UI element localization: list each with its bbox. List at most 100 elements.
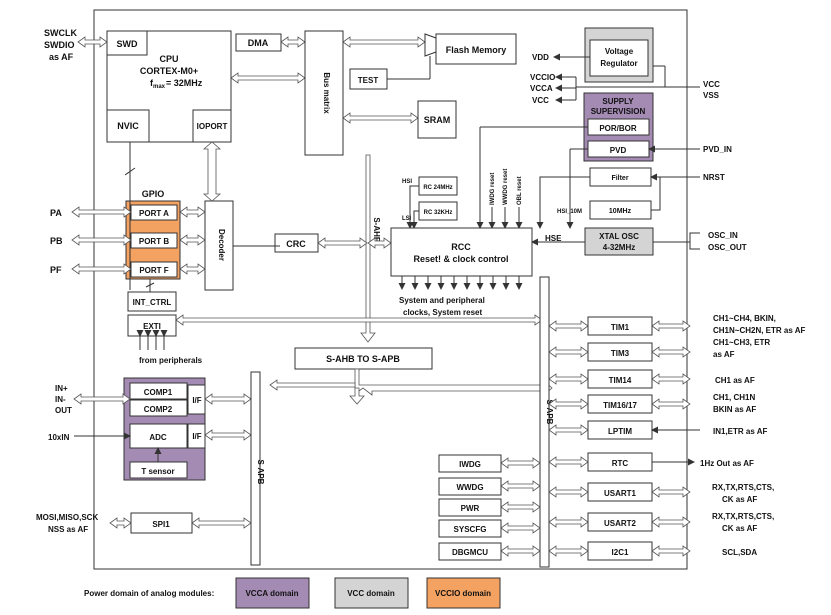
- apb-rtc-arrow: [548, 456, 589, 468]
- nvic-bus-slash: [124, 167, 136, 176]
- tim1-signals-1: CH1~CH4, BKIN,: [713, 314, 776, 323]
- spi-pins-arrow: [109, 517, 132, 529]
- usart1-pins-arrow: [651, 486, 691, 498]
- bus-matrix-label: Bus matrix: [322, 72, 331, 114]
- port-f-label: PORT F: [139, 266, 168, 275]
- pvd-label: PVD: [610, 146, 627, 155]
- ioport-decoder-arrow: [202, 141, 222, 202]
- lsi-arrow: [410, 210, 419, 229]
- nvic-label: NVIC: [117, 121, 139, 131]
- flash-mux: [424, 33, 437, 57]
- vreg-label-2: Regulator: [600, 59, 637, 68]
- comp-if-block: [187, 384, 206, 415]
- supply-label-1: SUPPLY: [602, 97, 634, 106]
- hsi-label: HSI: [402, 179, 412, 185]
- crc-ahb-arrow: [317, 237, 368, 249]
- i2c-signals: SCL,SDA: [722, 548, 757, 557]
- apb-tim14-arrow: [548, 373, 589, 385]
- lptim-signals: IN1,ETR as AF: [713, 427, 767, 436]
- spi-apb-arrow: [191, 517, 252, 529]
- port-a-label: PORT A: [139, 209, 169, 218]
- ahb-to-apb-block: [294, 347, 433, 370]
- tim1617-signals-2: BKIN as AF: [713, 405, 756, 414]
- lsi-label: LSI: [402, 216, 412, 222]
- pf-arrow: [71, 263, 132, 275]
- i2c1-label: I2C1: [612, 548, 629, 557]
- apb-tim3-arrow: [548, 346, 589, 358]
- int-ctrl-block: [127, 291, 177, 312]
- rcc-label-1: RCC: [451, 242, 471, 252]
- iwdg-label: IWDG: [459, 460, 481, 469]
- osc-in-line: [653, 232, 700, 243]
- usart2-label: USART2: [604, 519, 637, 528]
- adc-label: ADC: [149, 433, 167, 442]
- flash-label: Flash Memory: [446, 45, 507, 55]
- apb-usart1-arrow: [548, 486, 589, 498]
- pf-label: PF: [50, 265, 62, 275]
- dma-label: DMA: [248, 38, 269, 48]
- osc-out-label: OSC_OUT: [708, 243, 747, 252]
- from-peripherals-label: from peripherals: [139, 356, 203, 365]
- ten-mhz-filter-line: [651, 177, 661, 211]
- supply-label-2: SUPERVISION: [591, 107, 646, 116]
- port-f-block: [130, 261, 178, 278]
- ahb-to-apb-label: S-AHB TO S-APB: [326, 354, 400, 364]
- swd-label: SWD: [117, 39, 138, 49]
- sys-clock-label-2: clocks, System reset: [403, 308, 482, 317]
- hsi-10m-label: HSI_10M: [557, 209, 582, 215]
- legend-vcc-swatch: [334, 577, 409, 609]
- syscfg-label: SYSCFG: [454, 525, 487, 534]
- adc-if-block: [187, 423, 206, 449]
- gpio-title: GPIO: [142, 189, 165, 199]
- comp2-block: [129, 399, 188, 417]
- s-ahb-bus: [360, 154, 376, 343]
- comp2-label: COMP2: [144, 405, 173, 414]
- pa-label: PA: [50, 208, 62, 218]
- nvic-block: [106, 109, 150, 143]
- xtal-label-2: 4-32MHz: [603, 243, 635, 252]
- wwdg-block: [438, 477, 502, 496]
- vreg-label-1: Voltage: [605, 47, 634, 56]
- osc-out-line: [689, 242, 700, 250]
- sram-block: [417, 100, 457, 139]
- xtal-label-1: XTAL OSC: [599, 232, 639, 241]
- test-label: TEST: [358, 76, 379, 85]
- port-b-label: PORT B: [139, 237, 169, 246]
- usart1-signals-1: RX,TX,RTS,CTS,: [712, 483, 774, 492]
- rtc-label: RTC: [612, 459, 629, 468]
- rtc-signals: 1Hz Out as AF: [700, 459, 754, 468]
- vcc-right-label: VCC: [703, 80, 720, 89]
- tim3-signals-2: as AF: [713, 350, 735, 359]
- int-ctrl-label: INT_CTRL: [133, 298, 172, 307]
- spi-pins-label-2: NSS as AF: [48, 525, 88, 534]
- apb-tim1-arrow: [548, 320, 589, 332]
- s-ahb-label: S-AHB: [372, 217, 381, 243]
- iwdg-apb-arrow: [500, 457, 541, 469]
- swd-block: [106, 30, 148, 56]
- dbgmcu-block: [438, 542, 502, 561]
- comp-if-label: I/F: [192, 396, 201, 405]
- ioport-label: IOPORT: [197, 122, 228, 131]
- hsi-arrow: [406, 185, 419, 229]
- legend-vccio-label: VCCIO domain: [435, 589, 491, 598]
- decoder-block: [204, 200, 234, 291]
- right-apb-bus: [539, 276, 550, 568]
- hse-label: HSE: [545, 234, 562, 243]
- port-f-decoder-arrow: [179, 263, 206, 275]
- right-apb-label: S-APB: [545, 400, 554, 425]
- swdio-label: SWDIO: [44, 40, 75, 50]
- apb-left-arrow: [269, 379, 356, 391]
- filter-rcc-arrow: [536, 176, 590, 229]
- out-label: OUT: [55, 406, 72, 415]
- sram-label: SRAM: [424, 115, 451, 125]
- dbgmcu-label: DBGMCU: [452, 548, 488, 557]
- cpu-core: CORTEX-M0+: [140, 66, 198, 76]
- gpio-intctrl-slash: [145, 282, 155, 288]
- comp-pins-arrow: [73, 393, 131, 405]
- syscfg-apb-arrow: [500, 522, 541, 534]
- tim3-pins-arrow: [651, 346, 691, 358]
- usart2-signals-2: CK as AF: [722, 524, 757, 533]
- in-minus-label: IN-: [55, 395, 66, 404]
- exti-label: EXTI: [143, 322, 161, 331]
- bus-matrix-block: [304, 30, 344, 156]
